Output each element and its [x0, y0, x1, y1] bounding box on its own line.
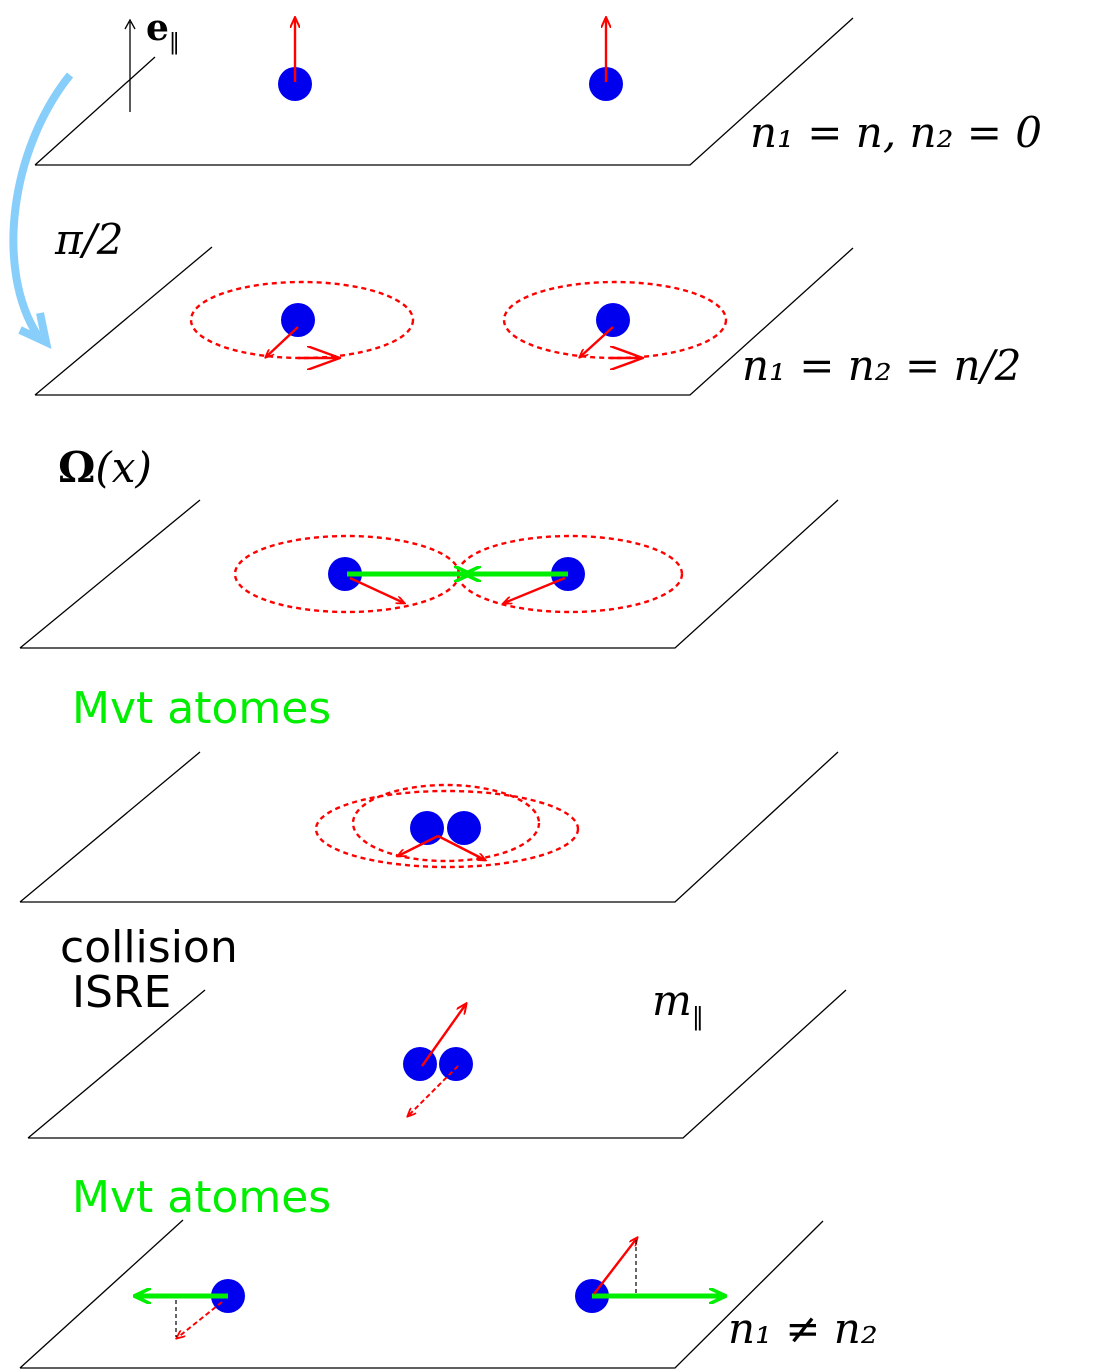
plane-4	[19, 751, 839, 903]
plane-5	[27, 989, 847, 1139]
atom	[410, 811, 444, 845]
panel-1: e‖ n₁ = n, n₂ = 0	[34, 7, 1042, 166]
atom	[447, 811, 481, 845]
motion-label-2: Mvt atomes	[72, 1172, 331, 1223]
state-final-label: n₁ ≠ n₂	[728, 1304, 878, 1353]
atom	[439, 1047, 473, 1081]
spin-arrow-dashed	[408, 1065, 459, 1116]
atom	[281, 303, 315, 337]
collision-label-line1: collision	[60, 922, 238, 973]
atom	[328, 557, 362, 591]
orbit	[351, 783, 541, 863]
orbit	[314, 789, 580, 869]
motion-label-1: Mvt atomes	[72, 683, 331, 734]
m-parallel-label: m‖	[652, 976, 704, 1032]
spin-arrow	[349, 576, 404, 603]
plane-2	[34, 246, 854, 396]
spin-arrow	[421, 1004, 466, 1067]
state-1-label: n₁ = n, n₂ = 0	[750, 108, 1042, 157]
atom	[596, 303, 630, 337]
state-2-label: n₁ = n₂ = n/2	[742, 341, 1021, 390]
panel-5: m‖	[27, 976, 847, 1139]
omega-label: Ω(x)	[58, 443, 152, 492]
atom	[589, 67, 623, 101]
spin-arrow	[398, 834, 439, 856]
collision-label-line2: ISRE	[72, 967, 171, 1018]
pulse-label: π/2	[54, 215, 123, 264]
spin-arrow	[437, 834, 485, 860]
spin-arrow-dashed	[177, 1301, 223, 1338]
panel-6: n₁ ≠ n₂	[19, 1219, 878, 1369]
orbit	[189, 280, 415, 360]
panel-2: n₁ = n₂ = n/2	[34, 246, 1021, 396]
plane-1	[34, 17, 854, 166]
atom	[278, 67, 312, 101]
spin-arrow	[504, 576, 566, 603]
pulse-arrow	[9, 72, 74, 339]
panel-4	[19, 751, 839, 903]
spin-arrow	[266, 326, 299, 357]
spin-arrow	[593, 1238, 637, 1295]
panel-3	[19, 499, 839, 649]
e-parallel-label: e‖	[146, 7, 180, 55]
plane-3	[19, 499, 839, 649]
pulse-arrow-head	[18, 312, 52, 349]
orbit	[502, 280, 728, 360]
spin-arrow	[580, 326, 614, 357]
plane-6	[19, 1219, 824, 1369]
orbit	[456, 534, 684, 614]
